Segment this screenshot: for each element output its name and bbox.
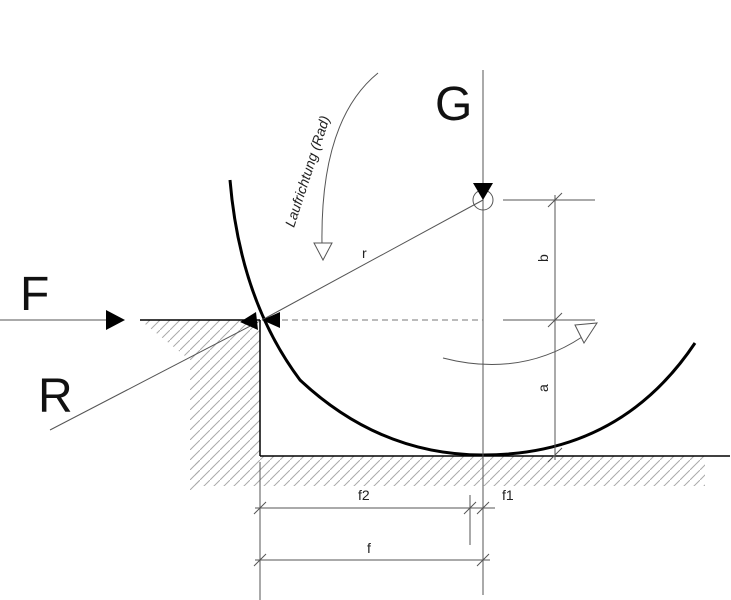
label-a: a xyxy=(535,384,551,392)
label-b: b xyxy=(535,254,551,262)
label-g: G xyxy=(435,78,472,131)
label-f-dim: f xyxy=(367,540,371,556)
dimension-f xyxy=(253,462,495,600)
label-f: F xyxy=(20,268,49,321)
f-arrow xyxy=(106,310,125,330)
travel-direction-head xyxy=(313,242,333,262)
g-arrow xyxy=(473,183,493,200)
wheel-arc xyxy=(228,179,697,457)
label-r-force: R xyxy=(38,370,73,423)
rotation-head xyxy=(574,322,598,345)
label-direction: Laufrichtung (Rad) xyxy=(282,114,333,229)
dimension-ab xyxy=(503,192,595,463)
label-f2: f2 xyxy=(358,487,370,503)
contact-arrow-radius xyxy=(262,312,280,328)
contact-arrow-r xyxy=(240,312,258,330)
label-radius: r xyxy=(362,245,367,261)
label-f1: f1 xyxy=(502,487,514,503)
travel-direction-arc xyxy=(321,72,379,246)
rotation-arc xyxy=(442,336,583,366)
ground-hatching xyxy=(140,320,705,490)
radius-line xyxy=(261,199,484,321)
reaction-line xyxy=(49,321,259,431)
